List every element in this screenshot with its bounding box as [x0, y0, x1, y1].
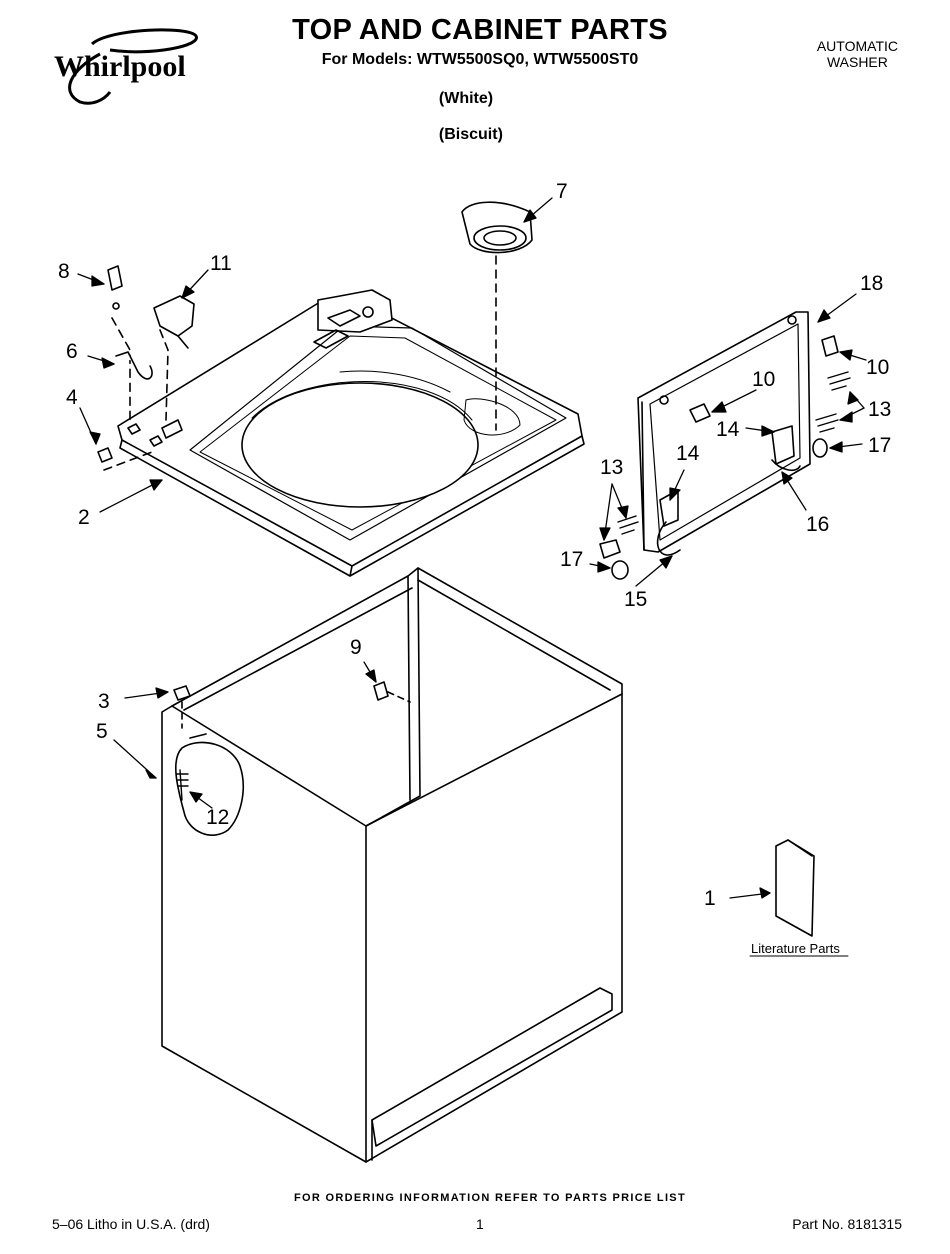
cabinet [161, 567, 623, 1163]
cabinet-clip [173, 685, 191, 729]
ordering-info: FOR ORDERING INFORMATION REFER TO PARTS … [294, 1192, 686, 1204]
literature-part [749, 839, 849, 957]
page-title: TOP AND CABINET PARTS [292, 14, 668, 46]
callout-5: 5 [96, 720, 108, 743]
callout-14-left: 14 [676, 442, 700, 465]
variant-biscuit: (Biscuit) [438, 126, 503, 143]
callout-13-left: 13 [600, 456, 623, 479]
product-type: AUTOMATIC WASHER [817, 38, 898, 70]
dispenser-cap [461, 201, 533, 431]
product-type-line2: WASHER [826, 54, 888, 70]
callout-10-lid: 10 [752, 368, 775, 391]
page-number: 1 [476, 1216, 484, 1232]
litho-info: 5–06 Litho in U.S.A. (drd) [52, 1216, 210, 1232]
callout-7: 7 [556, 180, 568, 203]
cabinet-screw [373, 681, 411, 703]
part-number: Part No. 8181315 [792, 1216, 902, 1232]
callout-9: 9 [350, 636, 362, 659]
color-variants: (White) (Biscuit) [430, 72, 503, 144]
whirlpool-logo: Whirlpool [54, 28, 198, 105]
lid-switch [107, 265, 195, 421]
clip-nut [97, 447, 153, 471]
callout-12: 12 [206, 806, 229, 829]
callout-14-right: 14 [716, 418, 740, 441]
callout-17-right: 17 [868, 434, 891, 457]
svg-text:Whirlpool: Whirlpool [54, 50, 186, 83]
callout-13-right: 13 [868, 398, 891, 421]
lid [637, 311, 811, 553]
variant-white: (White) [438, 90, 494, 107]
callout-numbers: 1 2 3 4 5 6 7 8 9 10 10 11 12 13 13 14 1… [58, 180, 891, 956]
model-numbers: For Models: WTW5500SQ0, WTW5500ST0 [321, 51, 639, 68]
callout-11: 11 [210, 252, 232, 275]
callout-17-left: 17 [560, 548, 583, 571]
leader-lines [77, 197, 867, 899]
callout-1: 1 [704, 887, 716, 910]
product-type-line1: AUTOMATIC [816, 38, 898, 54]
callout-18: 18 [860, 272, 883, 295]
top-panel [117, 289, 585, 577]
callout-6: 6 [66, 340, 78, 363]
callout-16: 16 [806, 513, 829, 536]
wire-clip [115, 351, 153, 380]
callout-2: 2 [78, 506, 90, 529]
literature-parts-label: Literature Parts [751, 941, 840, 956]
callout-10-bumper: 10 [866, 356, 889, 379]
callout-15: 15 [624, 588, 647, 611]
cabinet-cutaway [175, 741, 244, 836]
callout-4: 4 [66, 386, 78, 409]
callout-3: 3 [98, 690, 110, 713]
lid-hardware [599, 335, 851, 580]
callout-8: 8 [58, 260, 70, 283]
